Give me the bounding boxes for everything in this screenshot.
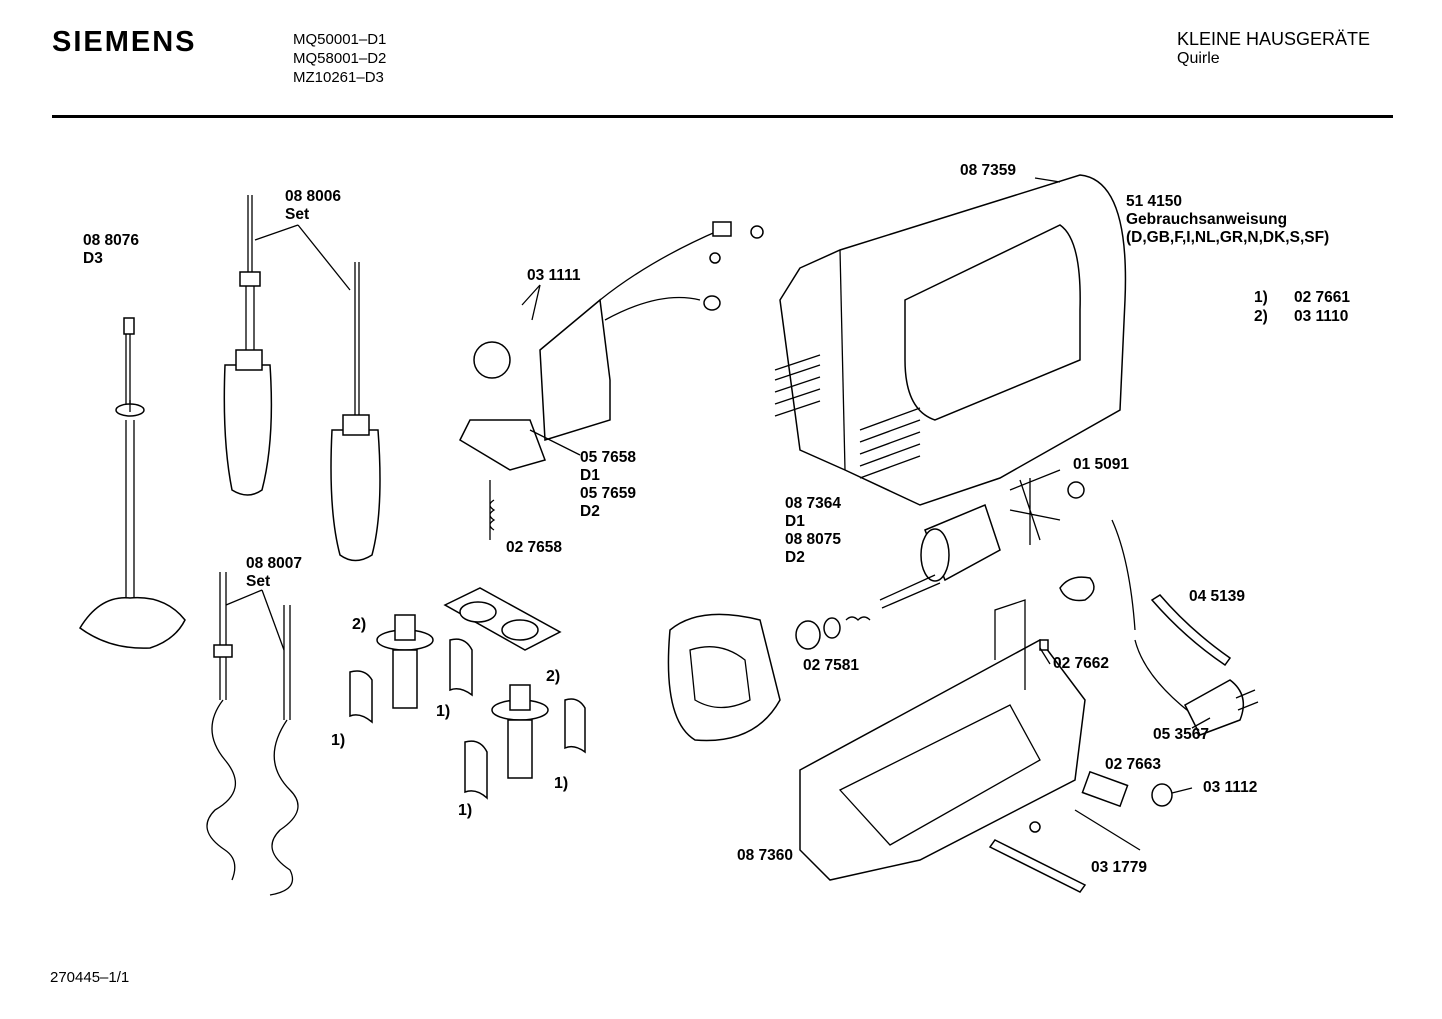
part-label-031112: 03 1112: [1203, 779, 1257, 797]
category-title: KLEINE HAUSGERÄTE: [1177, 29, 1371, 49]
part-number: 02 7581: [803, 657, 860, 674]
switch-assembly-illustration: [459, 221, 764, 540]
part-variant: D1: [580, 467, 600, 484]
part-label-031779: 03 1779: [1091, 859, 1147, 877]
callout-note-2: 2): [352, 616, 367, 633]
part-variant: Set: [285, 206, 310, 223]
note-value: 02 7661: [1294, 289, 1351, 306]
part-variant: Set: [246, 573, 271, 590]
cord-plug-illustration: [988, 519, 1259, 893]
dough-hook-set-illustration: [206, 572, 299, 896]
document-id: 270445–1/1: [50, 969, 130, 986]
model-number: MQ58001–D2: [293, 50, 387, 67]
part-number: 01 5091: [1073, 456, 1130, 473]
part-number: 05 7658: [580, 449, 637, 466]
part-variant: D2: [785, 549, 805, 566]
part-label-087360: 08 7360: [737, 847, 793, 865]
part-variant: D3: [83, 250, 103, 267]
part-number: 02 7662: [1053, 655, 1110, 672]
model-number: MZ10261–D3: [293, 69, 384, 86]
part-number: 03 1779: [1091, 859, 1148, 876]
part-number: 03 1112: [1203, 779, 1258, 796]
part-label-045139: 04 5139: [1189, 588, 1245, 606]
part-number: 08 8007: [246, 555, 303, 572]
header-divider: [52, 115, 1393, 118]
part-label-027658: 02 7658: [506, 539, 562, 557]
part-label-088076: 08 8076 D3: [83, 232, 139, 268]
housing-illustration: [774, 174, 1127, 506]
manual-number: 51 4150: [1126, 193, 1183, 210]
motor-illustration: [667, 469, 1086, 881]
model-list: MQ50001–D1 MQ58001–D2 MZ10261–D3: [293, 30, 386, 87]
brand-logo: SIEMENS: [52, 26, 197, 58]
manual-title: Gebrauchsanweisung: [1126, 211, 1288, 228]
part-variant: D1: [785, 513, 805, 530]
callout-note-1: 1): [331, 732, 346, 749]
part-label-053567: 05 3567: [1153, 726, 1209, 744]
callout-note-1: 1): [458, 802, 473, 819]
part-label-088006: 08 8006 Set: [285, 188, 341, 224]
part-label-027662: 02 7662: [1053, 655, 1109, 673]
part-number: 08 8075: [785, 531, 842, 548]
part-number: 08 8076: [83, 232, 140, 249]
part-label-088007: 08 8007 Set: [246, 555, 302, 591]
part-number: 08 7364: [785, 495, 842, 512]
part-number: 05 7659: [580, 485, 637, 502]
part-label-087359: 08 7359: [960, 162, 1016, 180]
callout-note-1: 1): [554, 775, 569, 792]
whisk-d3-illustration: [79, 317, 186, 649]
part-number: 05 3567: [1153, 726, 1210, 743]
note-key: 1): [1254, 289, 1268, 306]
manual-languages: (D,GB,F,I,NL,GR,N,DK,S,SF): [1126, 229, 1330, 246]
leader-lines: [225, 177, 1211, 794]
part-number: 02 7658: [506, 539, 563, 556]
part-number: 08 7360: [737, 847, 794, 864]
part-label-015091: 01 5091: [1073, 456, 1129, 474]
gear-illustration: [349, 587, 586, 800]
beater-set-illustration: [223, 195, 381, 562]
note-key: 2): [1254, 308, 1268, 325]
part-variant: D2: [580, 503, 600, 520]
part-number: 08 7359: [960, 162, 1017, 179]
part-label-031111: 03 1111: [527, 267, 580, 285]
model-number: MQ50001–D1: [293, 31, 387, 48]
note-value: 03 1110: [1294, 308, 1349, 325]
category-subtitle: Quirle: [1177, 50, 1220, 67]
part-number: 03 1111: [527, 267, 581, 284]
part-label-057658: 05 7658 D1 05 7659 D2: [580, 449, 636, 521]
part-number: 02 7663: [1105, 756, 1162, 773]
part-label-027581: 02 7581: [803, 657, 859, 675]
callout-note-1: 1): [436, 703, 451, 720]
part-number: 04 5139: [1189, 588, 1246, 605]
part-label-087364: 08 7364 D1 08 8075 D2: [785, 495, 841, 567]
part-number: 08 8006: [285, 188, 342, 205]
part-label-027663: 02 7663: [1105, 756, 1161, 774]
callout-note-2: 2): [546, 668, 561, 685]
category-heading: KLEINE HAUSGERÄTE Quirle: [1177, 30, 1370, 68]
